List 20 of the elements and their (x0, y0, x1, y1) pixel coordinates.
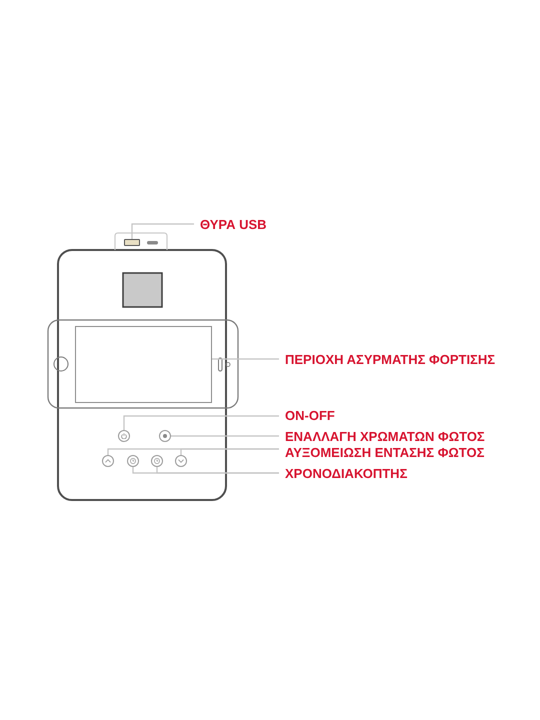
callout-label: ΕΝΑΛΛΑΓΗ ΧΡΩΜΑΤΩΝ ΦΩΤΟΣ (279, 428, 485, 444)
round-control-button (118, 430, 130, 442)
usb-port (124, 239, 140, 246)
leader-line (156, 467, 279, 474)
round-control-button (102, 455, 114, 467)
leader-line (180, 448, 279, 455)
round-control-button (159, 430, 171, 442)
callout-label: ΧΡΟΝΟΔΙΑΚΟΠΤΗΣ (279, 466, 408, 481)
phone-screen (75, 326, 212, 403)
callout-label: ΑΥΞΟΜΕΙΩΣΗ ΕΝΤΑΣΗΣ ΦΩΤΟΣ (279, 444, 484, 460)
leader-line (171, 435, 279, 437)
round-control-button (175, 455, 187, 467)
leader-line (212, 358, 279, 360)
callout-label: ΠΕΡΙΟΧΗ ΑΣΥΡΜΑΤΗΣ ΦΟΡΤΙΣΗΣ (279, 352, 496, 366)
callout-label: ΘΥΡΑ USB (194, 217, 267, 232)
leader-line (123, 415, 279, 430)
round-control-button (151, 455, 163, 467)
round-control-button (127, 455, 139, 467)
callout-label: ON-OFF (279, 408, 335, 422)
leader-line (131, 223, 194, 239)
